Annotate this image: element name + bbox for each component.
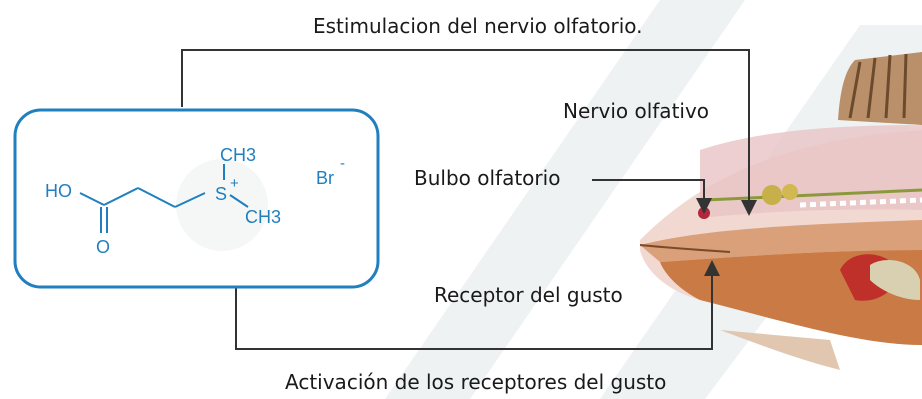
taste-receptor-label: Receptor del gusto xyxy=(434,283,623,307)
dorsal-fin xyxy=(838,52,922,125)
top-arrow-path xyxy=(181,49,757,216)
olfactory-nerve-label: Nervio olfativo xyxy=(563,99,710,123)
positive-charge: + xyxy=(230,175,239,192)
bulb-pointer-line xyxy=(592,179,712,214)
bromide-charge: - xyxy=(340,155,345,172)
bottom-arrow-path xyxy=(235,260,720,350)
bromide-ion: Br xyxy=(316,168,334,188)
carbonyl-oxygen: O xyxy=(96,237,110,257)
methyl-top: CH3 xyxy=(220,145,256,165)
hydroxyl-group: HO xyxy=(45,181,72,201)
taste-activation-label: Activación de los receptores del gusto xyxy=(285,370,667,394)
olfactory-bulb-label: Bulbo olfatorio xyxy=(414,166,561,190)
sulfonium-atom: S xyxy=(215,184,227,204)
olfactory-stimulation-label: Estimulacion del nervio olfatorio. xyxy=(313,14,643,38)
fish-body xyxy=(639,125,922,370)
methyl-right: CH3 xyxy=(245,207,281,227)
